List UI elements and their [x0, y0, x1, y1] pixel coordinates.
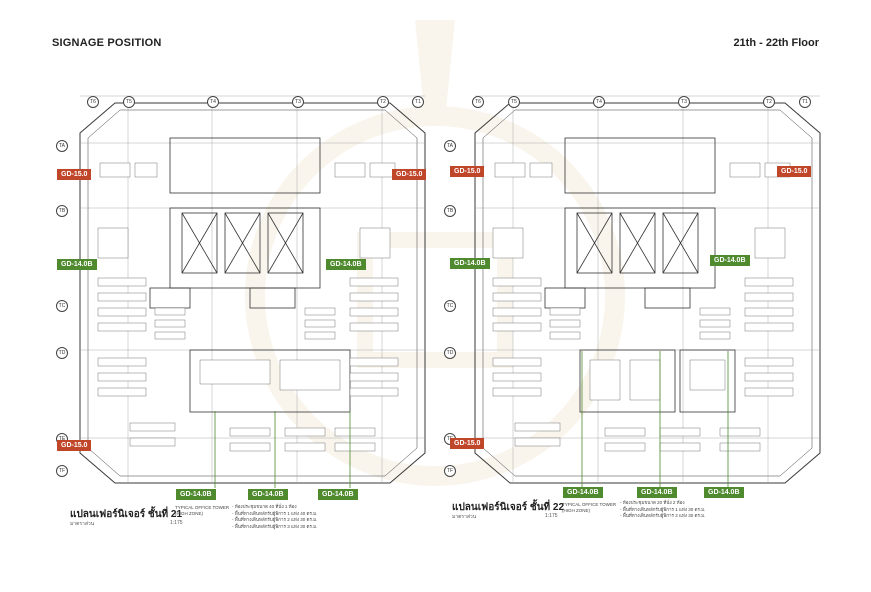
grid-label: T6	[87, 96, 99, 108]
floor-plan-21	[60, 88, 430, 488]
plan-subtitle: มาตราส่วน	[70, 521, 95, 527]
grid-label: T5	[123, 96, 135, 108]
signage-tag-gd15[interactable]: GD-15.0	[57, 440, 92, 451]
signage-tag-gd15[interactable]: GD-15.0	[57, 169, 92, 180]
signage-tag-gd14b[interactable]: GD-14.0B	[318, 489, 358, 500]
plan-title: แปลนเฟอร์นิเจอร์ ชั้นที่ 21	[70, 509, 183, 520]
plan-notes: - ห้องประชุมขนาด 40 ที่นั่ง 1 ห้อง- พื้น…	[232, 504, 318, 529]
floor-plan-22	[455, 88, 825, 488]
signage-tag-gd14b[interactable]: GD-14.0B	[637, 487, 677, 498]
signage-tag-gd14b[interactable]: GD-14.0B	[176, 489, 216, 500]
signage-tag-gd15[interactable]: GD-15.0	[392, 169, 427, 180]
grid-label: TD	[444, 347, 456, 359]
signage-tag-gd14b[interactable]: GD-14.0B	[710, 255, 750, 266]
grid-label: T3	[292, 96, 304, 108]
signage-tag-gd14b[interactable]: GD-14.0B	[248, 489, 288, 500]
plan-scale: 1:175	[170, 520, 183, 526]
grid-label: TF	[56, 465, 68, 477]
grid-label: T2	[763, 96, 775, 108]
grid-label: T4	[207, 96, 219, 108]
grid-label: T2	[377, 96, 389, 108]
page-title: SIGNAGE POSITION	[52, 37, 162, 49]
grid-label: TC	[56, 300, 68, 312]
signage-tag-gd15[interactable]: GD-15.0	[777, 166, 812, 177]
grid-label: TA	[444, 140, 456, 152]
grid-label: TC	[444, 300, 456, 312]
tower-label: TYPICAL OFFICE TOWER(HIGH ZONE)	[562, 502, 617, 513]
signage-tag-gd14b[interactable]: GD-14.0B	[563, 487, 603, 498]
grid-label: T1	[799, 96, 811, 108]
signage-tag-gd15[interactable]: GD-15.0	[450, 438, 485, 449]
grid-label: T3	[678, 96, 690, 108]
floorplan-drawing	[474, 95, 821, 488]
grid-label: TB	[56, 205, 68, 217]
signage-tag-gd14b[interactable]: GD-14.0B	[57, 259, 97, 270]
signage-tag-gd15[interactable]: GD-15.0	[450, 166, 485, 177]
grid-label: T5	[508, 96, 520, 108]
plan-title: แปลนเฟอร์นิเจอร์ ชั้นที่ 22	[452, 502, 565, 513]
floor-range: 21th - 22th Floor	[733, 37, 819, 49]
signage-tag-gd14b[interactable]: GD-14.0B	[326, 259, 366, 270]
grid-label: TA	[56, 140, 68, 152]
grid-label: TB	[444, 205, 456, 217]
plan-notes: - ห้องประชุมขนาด 20 ที่นั่ง 2 ห้อง- พื้น…	[620, 500, 706, 518]
signage-tag-gd14b[interactable]: GD-14.0B	[450, 258, 490, 269]
signage-tag-gd14b[interactable]: GD-14.0B	[704, 487, 744, 498]
plan-scale: 1:175	[545, 513, 558, 519]
grid-label: TD	[56, 347, 68, 359]
floorplan-drawing	[79, 95, 426, 488]
grid-label: T4	[593, 96, 605, 108]
grid-label: T6	[472, 96, 484, 108]
tower-label: TYPICAL OFFICE TOWER(HIGH ZONE)	[175, 505, 230, 516]
plan-subtitle: มาตราส่วน	[452, 514, 477, 520]
grid-label: T1	[412, 96, 424, 108]
grid-label: TF	[444, 465, 456, 477]
